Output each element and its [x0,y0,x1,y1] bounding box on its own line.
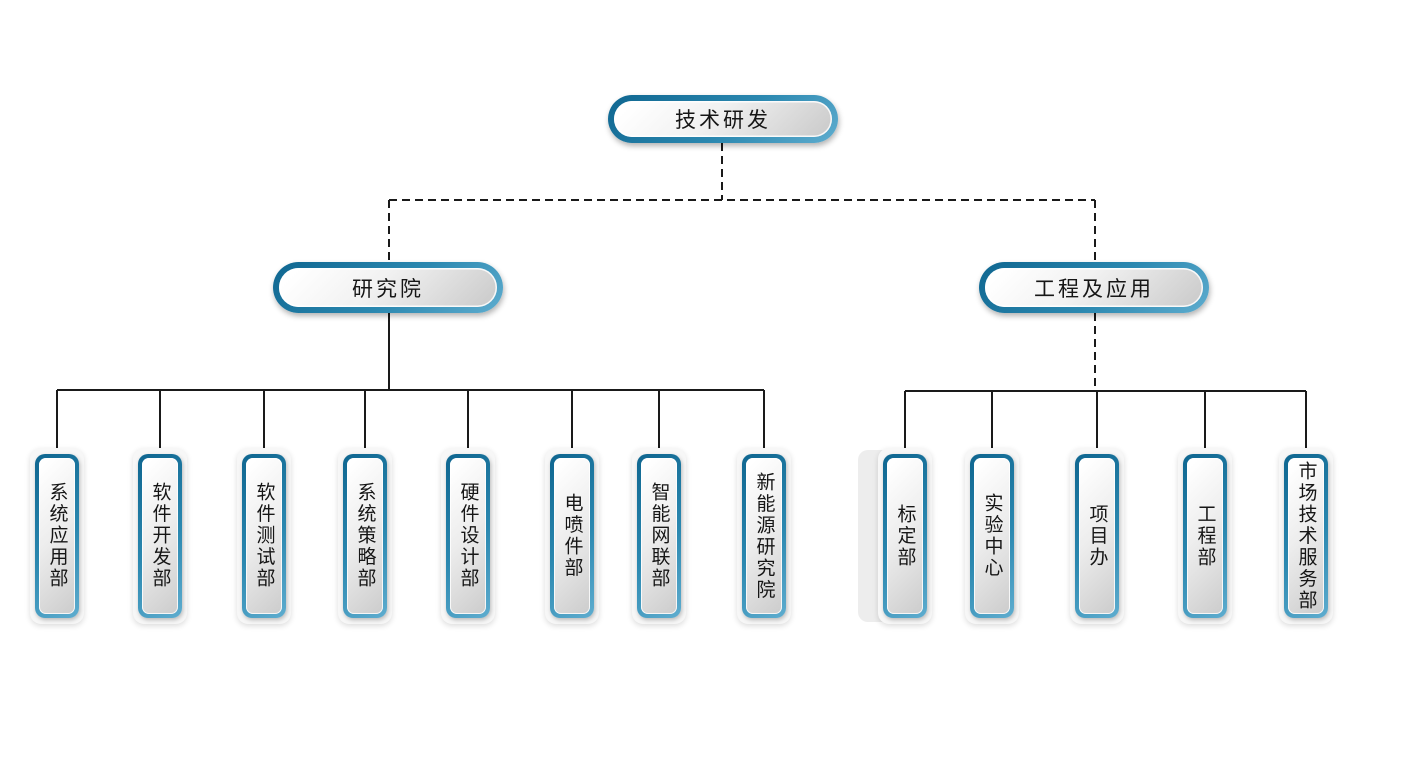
dept-label: 软件测试部 [253,482,275,590]
dept-box-lab-center: 实验中心 [965,448,1019,624]
dept-label: 电喷件部 [561,493,583,579]
dept-box-system-application: 系统应用部 [30,448,84,624]
dept-box-border: 项目办 [1075,454,1119,618]
node-engineering-application: 工程及应用 [979,262,1209,313]
dept-box-software-dev: 软件开发部 [133,448,187,624]
dept-label: 系统策略部 [354,482,376,590]
dept-box-border: 市场技术服务部 [1284,454,1328,618]
dept-box-panel: 硬件设计部 [450,458,486,614]
dept-box-border: 软件测试部 [242,454,286,618]
dept-box-hardware-design: 硬件设计部 [441,448,495,624]
dept-box-panel: 智能网联部 [641,458,677,614]
dept-box-panel: 系统应用部 [39,458,75,614]
dept-box-panel: 市场技术服务部 [1288,458,1324,614]
dept-box-panel: 电喷件部 [554,458,590,614]
dept-label: 新能源研究院 [753,471,775,601]
node-research-institute: 研究院 [273,262,503,313]
dept-box-efi-parts: 电喷件部 [545,448,599,624]
dept-box-panel: 项目办 [1079,458,1115,614]
node-root-label: 技术研发 [614,101,832,137]
dept-label: 系统应用部 [46,482,68,590]
dept-box-project-office: 项目办 [1070,448,1124,624]
dept-box-border: 硬件设计部 [446,454,490,618]
dept-box-border: 系统应用部 [35,454,79,618]
dept-box-system-strategy: 系统策略部 [338,448,392,624]
dept-label: 实验中心 [981,493,1003,579]
dept-box-border: 工程部 [1183,454,1227,618]
dept-box-calibration: 标定部 [878,448,932,624]
dept-box-panel: 系统策略部 [347,458,383,614]
dept-box-border: 标定部 [883,454,927,618]
dept-box-panel: 新能源研究院 [746,458,782,614]
dept-box-border: 实验中心 [970,454,1014,618]
dept-box-border: 智能网联部 [637,454,681,618]
dept-box-software-test: 软件测试部 [237,448,291,624]
dept-box-border: 软件开发部 [138,454,182,618]
dept-label: 智能网联部 [648,482,670,590]
dept-box-panel: 实验中心 [974,458,1010,614]
dept-label: 工程部 [1194,503,1216,569]
dept-box-new-energy-research: 新能源研究院 [737,448,791,624]
dept-label: 标定部 [894,503,916,569]
dept-box-border: 电喷件部 [550,454,594,618]
dept-box-panel: 软件开发部 [142,458,178,614]
dept-box-border: 新能源研究院 [742,454,786,618]
dept-box-market-tech-service: 市场技术服务部 [1279,448,1333,624]
dept-label: 市场技术服务部 [1295,460,1317,612]
dept-box-engineering: 工程部 [1178,448,1232,624]
dept-label: 硬件设计部 [457,482,479,590]
dept-box-panel: 软件测试部 [246,458,282,614]
dept-box-intelligent-connectivity: 智能网联部 [632,448,686,624]
solid-connectors-left [56,313,765,456]
dashed-connectors [388,143,1096,391]
node-engineering-application-label: 工程及应用 [985,268,1203,307]
dept-box-border: 系统策略部 [343,454,387,618]
dept-box-panel: 标定部 [887,458,923,614]
dept-label: 软件开发部 [149,482,171,590]
node-root: 技术研发 [608,95,838,143]
node-research-institute-label: 研究院 [279,268,497,307]
dept-box-panel: 工程部 [1187,458,1223,614]
dept-label: 项目办 [1086,503,1108,569]
solid-connectors-right [904,390,1307,456]
